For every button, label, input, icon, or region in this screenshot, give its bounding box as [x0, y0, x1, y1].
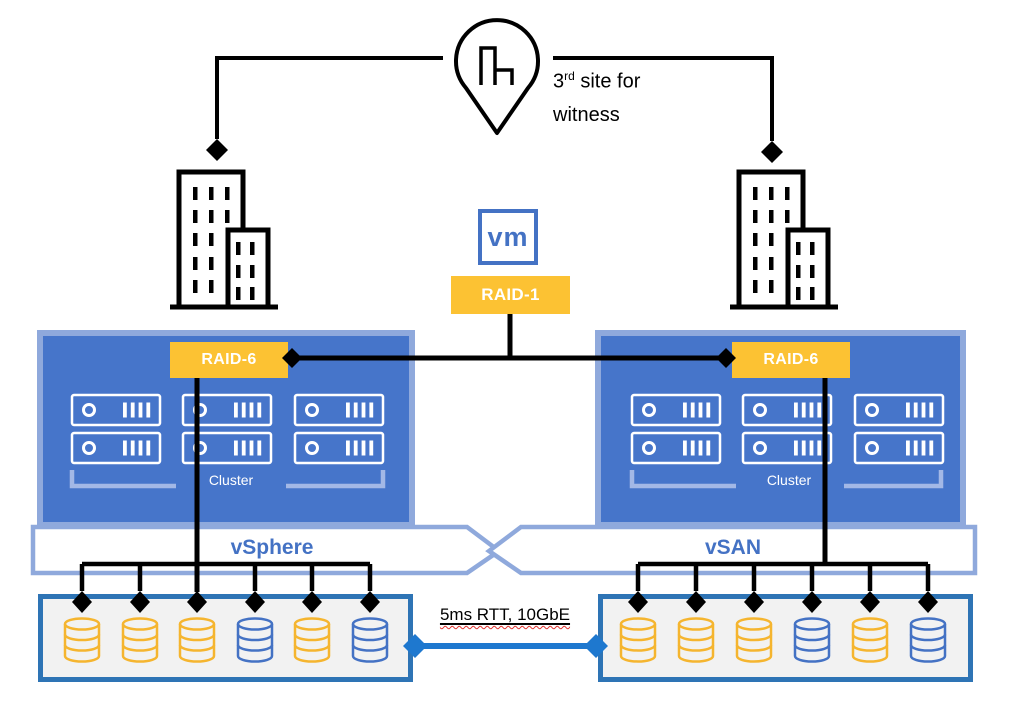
server-icon [853, 393, 945, 427]
intersite-link-label: 5ms RTT, 10GbE [439, 605, 571, 624]
banner-left [30, 524, 503, 576]
layer-banner [30, 524, 978, 576]
banner-label-vsan: vSAN [704, 536, 762, 559]
diamond-arrowhead [686, 591, 706, 613]
diamond-arrowhead [72, 591, 92, 613]
disk-drops-left [72, 564, 380, 613]
witness-label-line2: witness [553, 103, 620, 126]
disk-icon-yellow [121, 617, 159, 663]
server-icon [181, 431, 273, 465]
server-icon [630, 431, 722, 465]
disk-icon-blue [909, 617, 947, 663]
raid1-label: RAID-1 [481, 285, 540, 304]
intersite-link [403, 634, 608, 658]
disk-row-left [63, 617, 389, 663]
diamond-arrowhead [761, 141, 783, 163]
raid6-right-label: RAID-6 [763, 351, 819, 368]
cluster-label-left: Cluster [208, 472, 254, 488]
cluster-bracket-right [629, 470, 944, 489]
witness-connector-right [553, 56, 783, 163]
raid6-badge-left: RAID-6 [170, 342, 288, 378]
disk-icon-blue [236, 617, 274, 663]
raid6-left-label: RAID-6 [201, 351, 257, 368]
diamond-arrowhead [628, 591, 648, 613]
disk-icon-blue [793, 617, 831, 663]
server-icon [741, 431, 833, 465]
building-icon-left [170, 172, 278, 307]
raid1-badge: RAID-1 [451, 276, 570, 314]
server-icon [70, 431, 162, 465]
diamond-arrowhead [802, 591, 822, 613]
banner-break-icon [485, 524, 978, 576]
diamond-arrowhead [130, 591, 150, 613]
disk-icon-yellow [735, 617, 773, 663]
raid-replication-connector [282, 314, 736, 368]
witness-connector-left [206, 56, 443, 161]
storage-box-left [38, 594, 413, 682]
diamond-arrowhead [744, 591, 764, 613]
diamond-arrowhead [187, 591, 207, 613]
disk-row-right [619, 617, 947, 663]
disk-icon-blue [351, 617, 389, 663]
banner-label-vsphere: vSphere [230, 536, 314, 559]
server-icon [853, 431, 945, 465]
server-grid-right [630, 393, 945, 465]
diamond-endpoint [584, 634, 608, 658]
witness-label: 3rd site for witness [553, 60, 733, 132]
server-icon [293, 393, 385, 427]
diamond-arrowhead [302, 591, 322, 613]
diamond-arrowhead [245, 591, 265, 613]
server-icon [741, 393, 833, 427]
disk-drops-right [628, 564, 938, 613]
diamond-arrowhead [206, 139, 228, 161]
diamond-arrowhead [918, 591, 938, 613]
disk-icon-yellow [178, 617, 216, 663]
diamond-arrowhead [716, 348, 736, 368]
server-icon [293, 431, 385, 465]
disk-icon-yellow [293, 617, 331, 663]
vm-logo-icon: vm [478, 209, 538, 265]
diamond-arrowhead [860, 591, 880, 613]
building-icon-right [730, 172, 838, 307]
disk-icon-yellow [63, 617, 101, 663]
disk-icon-yellow [677, 617, 715, 663]
witness-label-line1: 3rd site for [553, 69, 641, 93]
diamond-arrowhead [282, 348, 302, 368]
server-icon [70, 393, 162, 427]
witness-pin-icon [454, 18, 540, 135]
cluster-bracket-left [69, 470, 386, 489]
disk-icon-yellow [851, 617, 889, 663]
vm-logo-label: vm [487, 221, 529, 252]
raid6-badge-right: RAID-6 [732, 342, 850, 378]
cluster-label-right: Cluster [766, 472, 812, 488]
disk-icon-yellow [619, 617, 657, 663]
server-grid-left [70, 393, 385, 465]
server-icon [630, 393, 722, 427]
diamond-endpoint [403, 634, 427, 658]
diamond-arrowhead [360, 591, 380, 613]
